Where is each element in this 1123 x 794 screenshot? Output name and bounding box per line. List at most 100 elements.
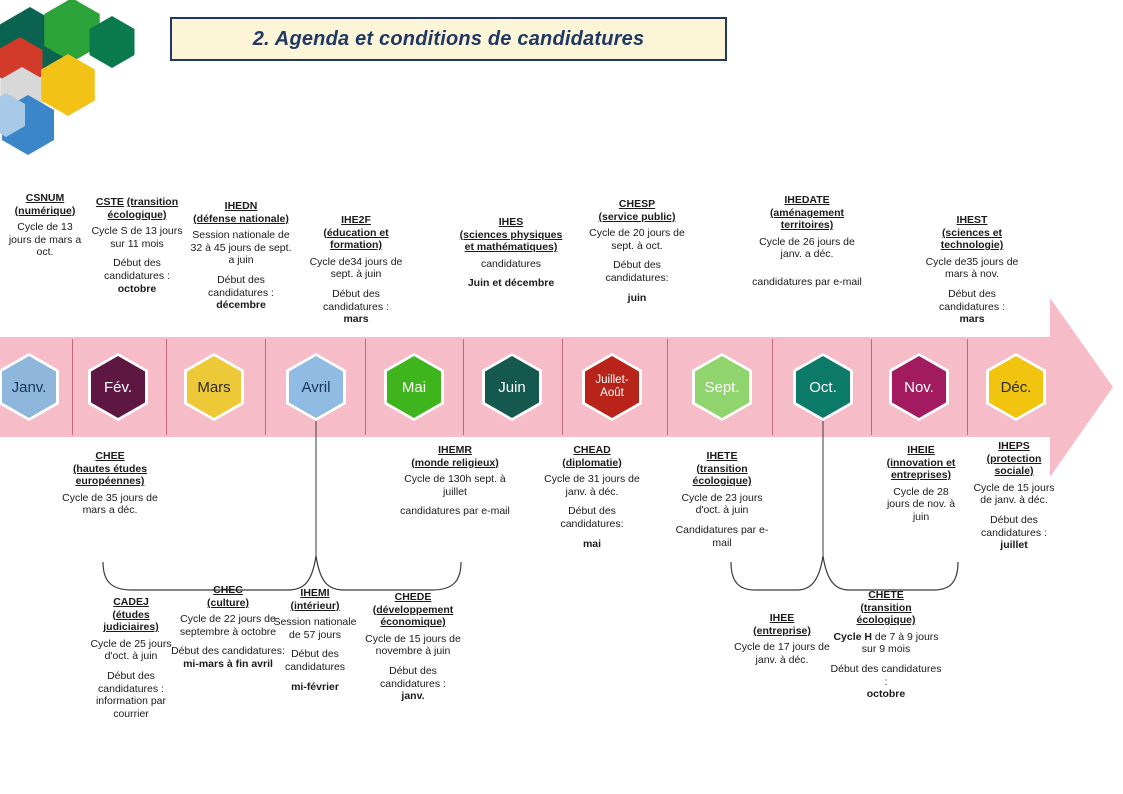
cycle-text: Cycle de 15 jours de novembre à juin	[365, 632, 461, 658]
logo-hex-yellow	[41, 54, 95, 116]
month-separator	[967, 339, 968, 435]
institute-name: CADEJ	[113, 596, 149, 608]
cycle-text: Cycle de 15 jours de janv. à déc.	[973, 481, 1055, 507]
cycle-text: Cycle de 22 jours de septembre à octobre	[179, 613, 277, 638]
candidature-info: candidatures par e-mail	[752, 275, 862, 288]
institute-header: CHETE(transition écologique)	[830, 589, 942, 627]
institute-header: CSTE (transition écologique)	[87, 196, 187, 221]
institute-subtitle: (défense nationale)	[193, 212, 289, 225]
institute-subtitle: (études judiciaires)	[103, 608, 159, 634]
logo-hexagons	[0, 0, 135, 155]
entry-cadej: CADEJ(études judiciaires) Cycle de 25 jo…	[87, 596, 175, 720]
institute-name: IHEST	[956, 214, 988, 226]
debut-info: information par courrier	[95, 695, 167, 720]
institute-header: IHEIE(innovation et entreprises)	[883, 444, 959, 482]
cycle-text: Session nationale de 32 à 45 jours de se…	[190, 229, 292, 267]
cycle-text: Cycle de 17 jours de janv. à déc.	[734, 641, 830, 666]
debut-label: Début des candidatures :	[830, 662, 942, 688]
debut-value: juillet	[1000, 539, 1028, 552]
institute-subtitle: (entreprise)	[753, 624, 811, 637]
entry-chesp: CHESP(service public) Cycle de 20 jours …	[583, 198, 691, 304]
cycle-text: Cycle de 35 jours de mars a déc.	[62, 491, 158, 517]
institute-name: IHES	[498, 216, 524, 228]
cycle-rest: de 7 à 9 jours sur 9 mois	[861, 630, 939, 656]
institute-name: IHEDN	[224, 200, 258, 212]
entry-iheps: IHEPS(protection sociale) Cycle de 15 jo…	[970, 440, 1058, 552]
institute-subtitle: (service public)	[598, 210, 676, 223]
month-hex-mars: Mars	[184, 353, 244, 421]
candidature-info: Candidatures par e-mail	[675, 523, 769, 549]
institute-header: IHES(sciences physiques et mathématiques…	[459, 216, 563, 254]
institute-name: IHEMR	[438, 444, 472, 456]
debut-value: mai	[582, 537, 602, 550]
entry-ihedn: IHEDN(défense nationale) Session nationa…	[190, 200, 292, 312]
cycle-bold: Cycle H	[833, 630, 872, 643]
cycle-text: Cycle de35 jours de mars à nov.	[925, 255, 1019, 281]
month-separator	[265, 339, 266, 435]
institute-header: IHE2F(éducation et formation)	[308, 214, 404, 252]
entry-chede: CHEDE(développement économique) Cycle de…	[361, 591, 465, 703]
candidature-info: candidatures par e-mail	[400, 505, 510, 518]
institute-name: IHEMI	[300, 587, 330, 599]
month-hex-fev: Fév.	[88, 353, 148, 421]
month-separator	[667, 339, 668, 435]
cycle-text: Cycle de 20 jours de sept. à oct.	[589, 227, 685, 252]
month-separator	[871, 339, 872, 435]
institute-header: IHEMI(intérieur)	[268, 587, 362, 612]
entry-chee: CHEE(hautes études européennes) Cycle de…	[58, 450, 162, 517]
entry-ihest: IHEST(sciences et technologie) Cycle de3…	[920, 214, 1024, 326]
month-separator	[72, 339, 73, 435]
debut-value: mars	[959, 313, 985, 326]
institute-subtitle: (transition écologique)	[107, 196, 179, 221]
entry-ihemr: IHEMR(monde religieux) Cycle de 130h sep…	[400, 444, 510, 518]
month-label: Mai	[401, 378, 427, 396]
institute-header: CHEE(hautes études européennes)	[58, 450, 162, 488]
institute-header: IHEPS(protection sociale)	[970, 440, 1058, 478]
month-label: Janv.	[11, 378, 47, 396]
institute-name: IHETE	[706, 450, 738, 462]
entry-ihemi: IHEMI(intérieur) Session nationale de 57…	[268, 587, 362, 693]
institute-subtitle: (numérique)	[14, 204, 76, 217]
institute-subtitle: (culture)	[207, 596, 249, 609]
institute-subtitle: (monde religieux)	[411, 456, 499, 469]
entry-ihee: IHEE(entreprise) Cycle de 17 jours de ja…	[734, 612, 830, 666]
month-separator	[562, 339, 563, 435]
cycle-text: Cycle de 25 jours d'oct. à juin	[90, 637, 172, 663]
month-label: Sept.	[704, 378, 740, 396]
entry-cste: CSTE (transition écologique) Cycle S de …	[87, 196, 187, 295]
institute-header: IHEDATE(aménagement territoires)	[751, 194, 863, 232]
month-separator	[365, 339, 366, 435]
institute-name: CHETE	[868, 589, 904, 601]
institute-header: IHEDN(défense nationale)	[190, 200, 292, 225]
cycle-text: candidatures	[480, 257, 542, 270]
institute-header: CADEJ(études judiciaires)	[87, 596, 175, 634]
month-separator	[772, 339, 773, 435]
month-hex-juin: Juin	[482, 353, 542, 421]
institute-name: IHEE	[769, 612, 795, 624]
entry-chete: CHETE(transition écologique) Cycle H de …	[830, 589, 942, 701]
institute-subtitle: (innovation et entreprises)	[886, 456, 956, 482]
debut-label: Début des candidatures :	[98, 669, 164, 695]
month-label: Avril	[301, 378, 331, 396]
month-hex-oct: Oct.	[793, 353, 853, 421]
cycle-text: Cycle de 31 jours de janv. à déc.	[544, 473, 640, 498]
month-hex-dec: Déc.	[986, 353, 1046, 421]
month-label: Oct.	[809, 378, 837, 396]
debut-label: Début des candidatures:	[605, 259, 669, 284]
institute-subtitle: (sciences physiques et mathématiques)	[459, 228, 563, 254]
page-title: 2. Agenda et conditions de candidatures	[252, 27, 645, 50]
cycle-text: Cycle de 26 jours de janv. a déc.	[759, 235, 855, 261]
debut-label: Début des candidatures :	[939, 287, 1005, 313]
institute-header: CHESP(service public)	[583, 198, 691, 223]
institute-subtitle: (transition écologique)	[692, 462, 752, 488]
month-hex-avril: Avril	[286, 353, 346, 421]
entry-ihedate: IHEDATE(aménagement territoires) Cycle d…	[751, 194, 863, 289]
debut-label: Début des candidatures :	[981, 513, 1047, 539]
institute-header: IHEE(entreprise)	[734, 612, 830, 637]
cycle-text: Cycle de 13 jours de mars a oct.	[8, 221, 82, 259]
debut-value: mi-février	[291, 680, 339, 693]
institute-name: IHE2F	[341, 214, 371, 226]
cycle-text: Cycle de34 jours de sept. à juin	[309, 255, 403, 281]
debut-value: juin	[627, 291, 647, 304]
logo-hex-teal	[89, 16, 135, 68]
